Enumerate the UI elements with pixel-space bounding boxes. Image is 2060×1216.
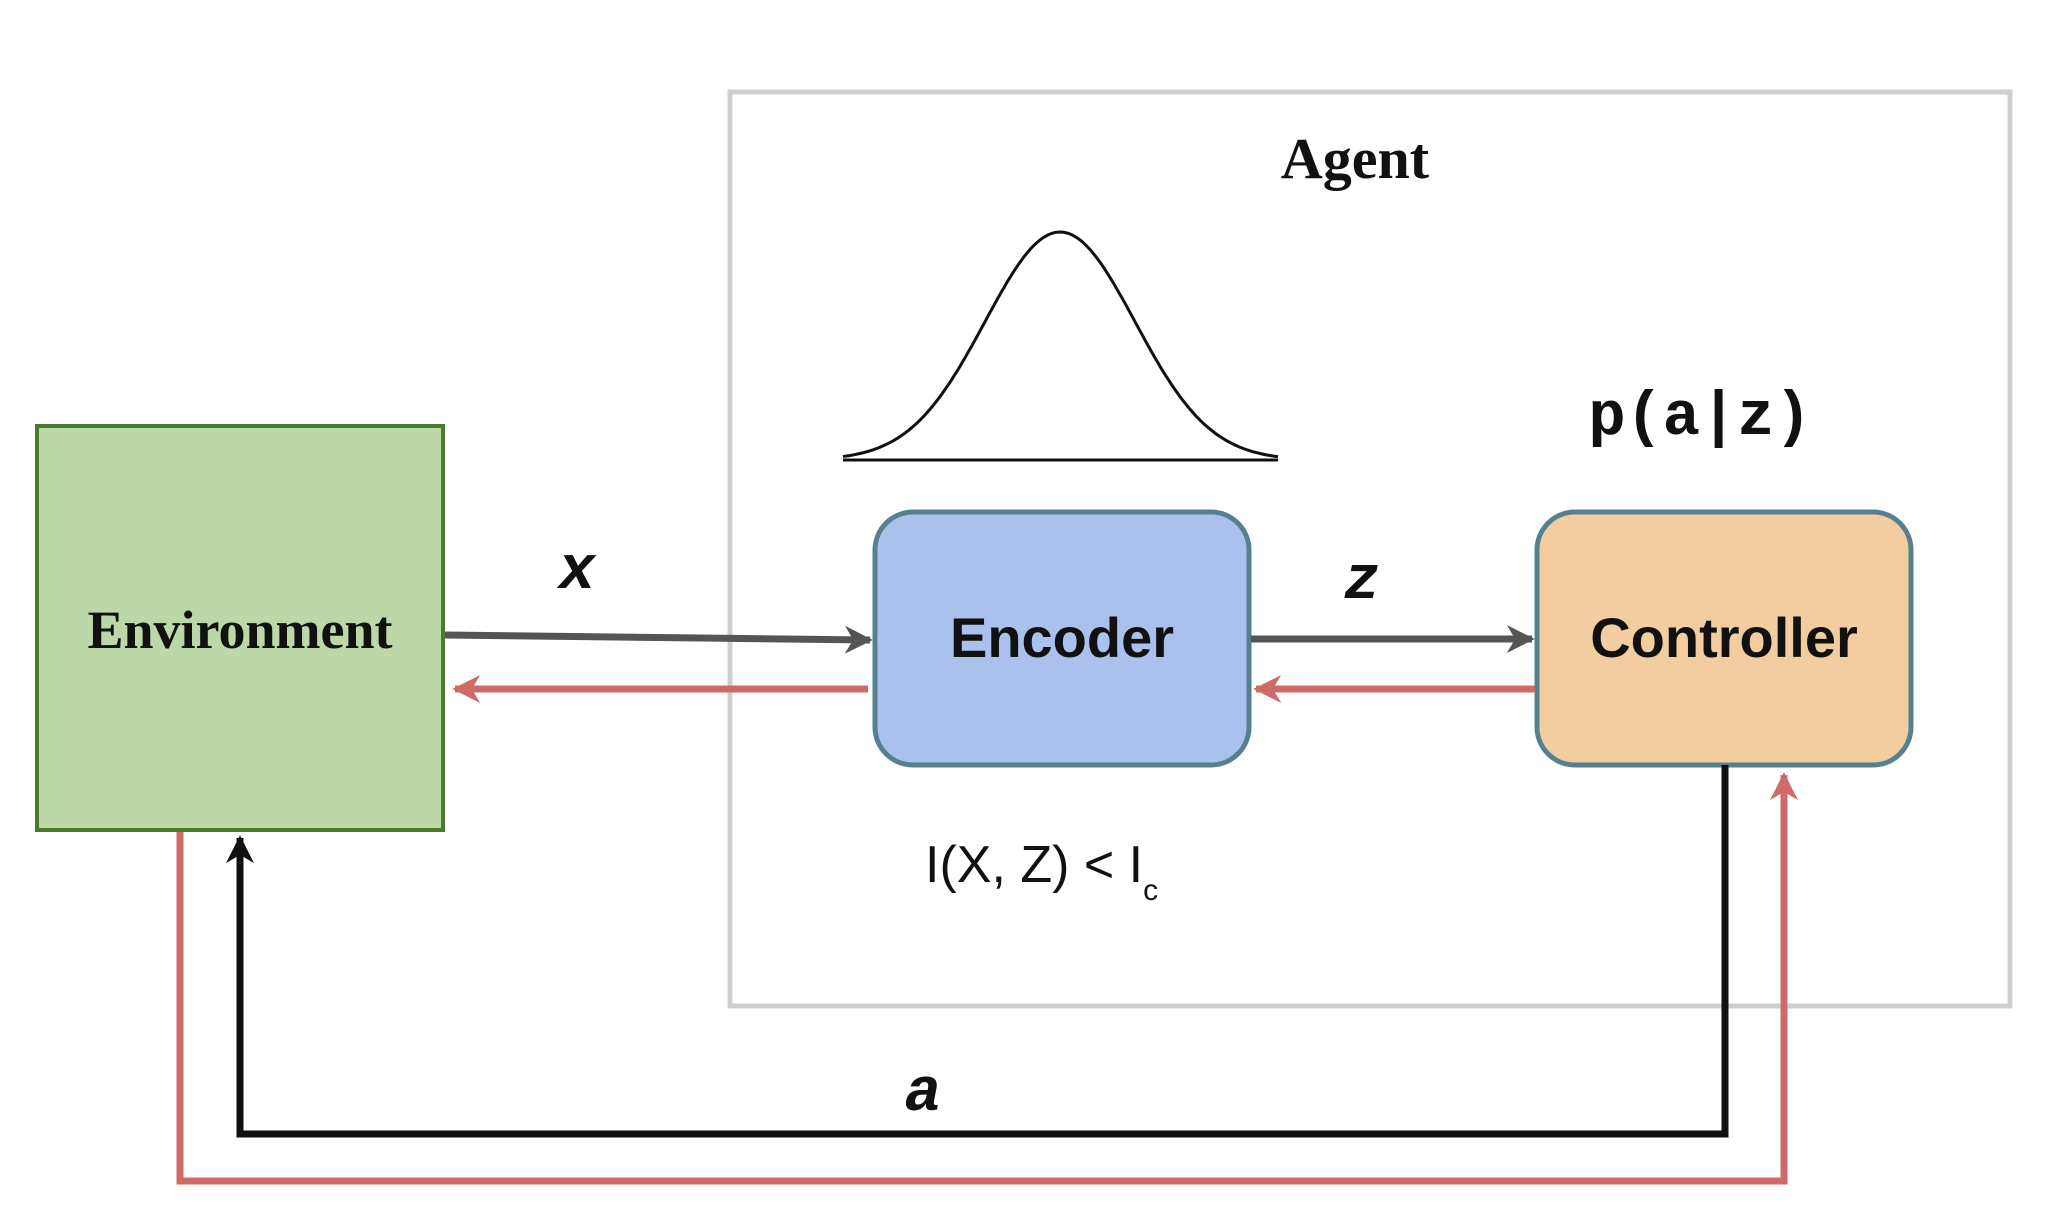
z-label: z [1343,546,1380,617]
encoder-label: Encoder [950,606,1174,669]
x-label: x [556,536,597,607]
information-constraint: I(X, Z) < Ic [925,836,1158,907]
agent-label: Agent [1281,126,1430,191]
controller-label: Controller [1590,606,1858,669]
a-label: a [904,1058,941,1129]
action-arrow [226,765,1729,1138]
observation-arrow [444,625,873,654]
agent-boundary [727,89,2013,1009]
policy-label: p(a|z) [1588,382,1811,453]
gaussian-distribution-icon [842,230,1279,462]
reward-feedback-arrow [176,772,1798,1185]
environment-box [35,424,445,832]
environment-label: Environment [87,600,392,660]
encoder-box [872,509,1252,768]
